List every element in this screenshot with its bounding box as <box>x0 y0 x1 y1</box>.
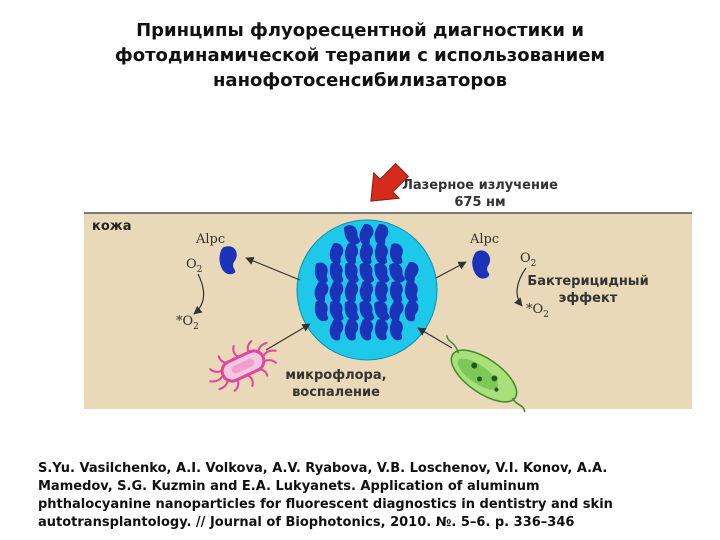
citation: S.Yu. Vasilchenko, A.I. Volkova, A.V. Ry… <box>38 460 698 532</box>
laser-label-line-2: 675 нм <box>454 195 505 210</box>
nanoparticle-icon <box>374 281 388 303</box>
nanoparticle-icon <box>344 319 359 341</box>
citation-line-2: Mamedov, S.G. Kuzmin and E.A. Lukyanets.… <box>38 479 540 494</box>
nanoparticle-icon <box>359 281 374 303</box>
nanoparticle-icon <box>314 262 328 284</box>
laser-label-line-1: Лазерное излучение <box>402 178 558 193</box>
nanoparticle-icon <box>344 281 359 303</box>
nanoparticle-icon <box>344 262 359 284</box>
citation-line-3: phthalocyanine nanoparticles for fluores… <box>38 497 613 512</box>
microflora-label-line-1: микрофлора, <box>285 368 386 383</box>
laser-arrow-icon <box>370 162 410 202</box>
nanoparticle-icon <box>389 319 403 341</box>
nanoparticle-icon <box>344 300 359 321</box>
o2-left-label: O2 <box>186 257 202 275</box>
nanoparticle-icon <box>314 300 329 322</box>
title-line-3: нанофотосенсибилизаторов <box>212 70 508 91</box>
nanoparticle-icon <box>389 263 405 283</box>
arrow-sphere-to-left-alpc <box>245 256 301 281</box>
alpc-right-particle-icon <box>472 250 491 279</box>
citation-line-1: S.Yu. Vasilchenko, A.I. Volkova, A.V. Ry… <box>38 461 608 476</box>
nanoparticle-cluster <box>314 223 419 341</box>
green-bacterium-icon <box>445 335 526 413</box>
microflora-label-line-2: воспаление <box>292 385 380 400</box>
o2-left-curved-arrow <box>193 273 205 315</box>
nanoparticle-icon <box>329 319 344 341</box>
title-line-1: Принципы флуоресцентной диагностики и <box>136 20 584 41</box>
alpc-left-label: Alpc <box>195 232 225 247</box>
title-line-2: фотодинамической терапии с использование… <box>114 45 606 66</box>
bactericidal-effect-line-2: эффект <box>559 291 618 306</box>
nanoparticle-icon <box>374 243 388 265</box>
nanoparticle-icon <box>329 300 344 322</box>
nanoparticle-icon <box>314 281 329 303</box>
nanoparticle-icon <box>329 262 344 284</box>
nanoparticle-icon <box>374 262 390 283</box>
nanoparticle-icon <box>389 299 404 322</box>
o2-right-label: O2 <box>520 251 536 269</box>
nanoparticle-icon <box>374 224 389 246</box>
nanoparticle-icon <box>404 281 418 303</box>
arrow-pink-bacterium-to-sphere <box>265 323 311 351</box>
arrow-sphere-to-right-alpc <box>435 261 467 279</box>
arrow-green-bacterium-to-sphere <box>417 327 453 349</box>
nanoparticle-icon <box>359 319 374 341</box>
bactericidal-effect-line-1: Бактерицидный <box>527 274 648 289</box>
alpc-left-particle-icon <box>219 246 237 275</box>
singlet-oxygen-left-label: *O2 <box>176 314 199 332</box>
alpc-right-label: Alpc <box>469 232 499 247</box>
nanoparticle-icon <box>359 300 375 321</box>
nanoparticle-icon <box>404 261 419 284</box>
nanoparticle-icon <box>404 299 419 322</box>
nanoparticle-icon <box>359 262 375 283</box>
singlet-oxygen-right-label: *O2 <box>526 302 549 320</box>
nanoparticle-icon <box>359 243 374 265</box>
nanoparticle-icon <box>374 300 390 321</box>
nanoparticle-icon <box>359 223 374 246</box>
skin-label: кожа <box>92 219 131 234</box>
nanoparticle-icon <box>389 243 403 265</box>
nanoparticle-icon <box>389 281 403 303</box>
nanoparticle-icon <box>344 243 359 265</box>
citation-line-4: autotransplantology. // Journal of Bioph… <box>38 515 575 530</box>
nanoparticle-icon <box>374 319 389 341</box>
pink-bacterium-icon <box>209 340 277 392</box>
o2-right-curved-arrow <box>514 267 527 307</box>
nanoparticle-icon <box>329 281 344 303</box>
nanoparticle-icon <box>329 243 344 265</box>
nanoparticle-icon <box>343 225 361 245</box>
slide-title: Принципы флуоресцентной диагностики и фо… <box>60 18 660 93</box>
